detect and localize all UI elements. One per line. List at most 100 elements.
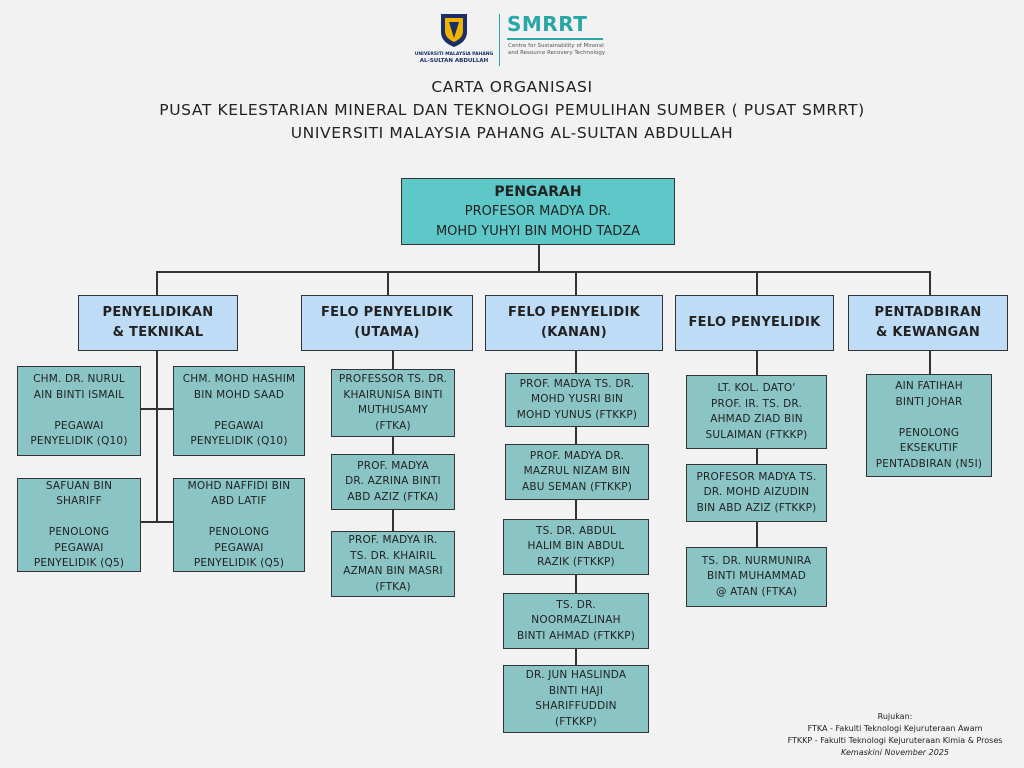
dept-label-line1: FELO PENYELIDIK <box>507 305 641 320</box>
dept-pentadbiran-kewangan: PENTADBIRAN & KEWANGAN <box>848 295 1008 351</box>
dept-felo-utama: FELO PENYELIDIK (UTAMA) <box>301 295 473 351</box>
director-name-line1: PROFESOR MADYA DR. <box>464 203 612 219</box>
person-position: PENOLONG <box>898 426 960 439</box>
person-box-tech-2: CHM. MOHD HASHIM BIN MOHD SAAD PEGAWAI P… <box>173 366 305 456</box>
dept-label-line2: (UTAMA) <box>354 325 420 340</box>
person-name: BINTI AHMAD (FTKKP) <box>516 629 636 642</box>
person-name: LT. KOL. DATO' <box>717 382 796 394</box>
connector <box>392 350 394 532</box>
person-position: PEGAWAI <box>54 541 104 554</box>
reference-ftkkp: FTKKP - Fakulti Teknologi Kejuruteraan K… <box>787 736 1003 745</box>
person-name: RAZIK (FTKKP) <box>537 555 615 568</box>
person-name: SHARIFFUDDIN <box>535 700 617 712</box>
reference-ftka: FTKA - Fakulti Teknologi Kejuruteraan Aw… <box>807 724 983 733</box>
person-position: PENYELIDIK (Q10) <box>30 435 128 448</box>
person-position: PENOLONG <box>48 526 110 538</box>
person-name: ABD LATIF <box>211 495 267 507</box>
connector <box>929 271 931 295</box>
university-logo: UNIVERSITI MALAYSIA PAHANG AL-SULTAN ABD… <box>412 12 496 68</box>
person-name: TS. DR. KHAIRIL <box>350 549 436 562</box>
person-name: DR. JUN HASLINDA <box>525 669 627 681</box>
university-name-line1: UNIVERSITI MALAYSIA PAHANG <box>414 52 494 57</box>
person-name: AIN FATIHAH <box>895 380 963 392</box>
person-name: MOHD YUSRI BIN <box>530 393 624 406</box>
person-name: TS. DR. ABDUL <box>535 524 617 537</box>
person-position: PENOLONG <box>208 526 270 538</box>
person-name: PROFESOR MADYA TS. <box>696 470 817 483</box>
connector <box>387 271 389 295</box>
person-name: PROF. MADYA DR. <box>529 449 625 462</box>
person-box-felo-2: PROFESOR MADYA TS. DR. MOHD AIZUDIN BIN … <box>686 464 827 522</box>
person-name: PROF. IR. TS. DR. <box>710 397 803 410</box>
person-faculty: (FTKKP) <box>555 715 597 728</box>
connector <box>140 408 173 410</box>
connector <box>156 350 158 522</box>
person-name: PROF. MADYA IR. <box>348 534 438 546</box>
centre-tagline-1: Centre for Sustainability of Mineral <box>508 43 604 49</box>
person-name: PROFESSOR TS. DR. <box>338 373 448 385</box>
spacer <box>237 510 241 526</box>
person-name: BIN MOHD SAAD <box>193 388 285 401</box>
person-name: DR. MOHD AIZUDIN <box>703 486 810 499</box>
person-box-kanan-2: PROF. MADYA DR. MAZRUL NIZAM BIN ABU SEM… <box>505 444 649 500</box>
centre-logo: SMRRT Centre for Sustainability of Miner… <box>507 12 627 68</box>
connector <box>929 350 931 375</box>
person-name: MOHD YUNUS (FTKKP) <box>516 408 638 421</box>
dept-label-line1: FELO PENYELIDIK <box>320 305 454 320</box>
university-full-name: UNIVERSITI MALAYSIA PAHANG AL-SULTAN ABD… <box>290 124 734 142</box>
dept-label-line1: FELO PENYELIDIK <box>688 315 821 330</box>
dept-label-line1: PENYELIDIKAN <box>102 305 214 320</box>
person-box-felo-3: TS. DR. NURMUNIRA BINTI MUHAMMAD @ ATAN … <box>686 547 827 607</box>
person-name: HALIM BIN ABDUL <box>527 540 625 553</box>
person-faculty: (FTKA) <box>375 580 411 593</box>
chart-title: CARTA ORGANISASI <box>431 78 593 96</box>
dept-label-line2: & KEWANGAN <box>875 325 981 340</box>
person-name: SAFUAN BIN <box>45 479 113 492</box>
person-box-admin-1: AIN FATIHAH BINTI JOHAR PENOLONG EKSEKUT… <box>866 374 992 477</box>
person-name: BIN ABD AZIZ (FTKKP) <box>696 501 817 514</box>
centre-tagline-2: and Resource Recovery Technology <box>508 50 606 56</box>
centre-full-name: PUSAT KELESTARIAN MINERAL DAN TEKNOLOGI … <box>159 101 865 119</box>
dept-felo-penyelidik: FELO PENYELIDIK <box>675 295 834 351</box>
last-updated: Kemaskini November 2025 <box>841 748 949 757</box>
centre-name: SMRRT <box>507 12 588 36</box>
university-crest-icon <box>441 14 467 47</box>
person-name: MOHD NAFFIDI BIN <box>187 479 291 492</box>
person-name: BINTI MUHAMMAD <box>706 570 806 583</box>
person-name: SHARIFF <box>56 495 102 507</box>
person-name: CHM. DR. NURUL <box>33 373 125 386</box>
person-box-utama-3: PROF. MADYA IR. TS. DR. KHAIRIL AZMAN BI… <box>331 531 455 597</box>
connector <box>156 271 931 273</box>
person-position: PENYELIDIK (Q10) <box>190 435 288 448</box>
dept-label-line2: & TEKNIKAL <box>112 325 204 340</box>
person-name: SULAIMAN (FTKKP) <box>705 428 808 441</box>
person-name: TS. DR. <box>556 598 596 611</box>
spacer <box>927 410 931 426</box>
person-name: KHAIRUNISA BINTI <box>343 388 443 401</box>
person-position: PENYELIDIK (Q5) <box>33 557 125 569</box>
director-box: PENGARAH PROFESOR MADYA DR. MOHD YUHYI B… <box>401 178 675 245</box>
person-name: DR. AZRINA BINTI <box>345 475 441 488</box>
person-name: @ ATAN (FTKA) <box>715 585 798 598</box>
centre-underline <box>507 38 603 40</box>
person-box-tech-1: CHM. DR. NURUL AIN BINTI ISMAIL PEGAWAI … <box>17 366 141 456</box>
person-name: AZMAN BIN MASRI <box>343 565 443 577</box>
person-name: BINTI HAJI <box>548 684 604 697</box>
person-position: PEGAWAI <box>214 419 264 432</box>
person-box-utama-2: PROF. MADYA DR. AZRINA BINTI ABD AZIZ (F… <box>331 454 455 510</box>
person-name: MAZRUL NIZAM BIN <box>523 465 631 478</box>
spacer <box>237 403 241 419</box>
person-name: CHM. MOHD HASHIM <box>182 373 296 386</box>
person-name: ABD AZIZ (FTKA) <box>347 490 439 503</box>
dept-label-line1: PENTADBIRAN <box>874 305 982 320</box>
connector <box>575 271 577 295</box>
dept-felo-kanan: FELO PENYELIDIK (KANAN) <box>485 295 663 351</box>
person-position: PEGAWAI <box>214 541 264 554</box>
person-name: PROF. MADYA TS. DR. <box>519 377 635 390</box>
director-name-line2: MOHD YUHYI BIN MOHD TADZA <box>435 223 641 239</box>
person-position: PENYELIDIK (Q5) <box>193 557 285 569</box>
person-name: NOORMAZLINAH <box>531 614 621 627</box>
person-box-kanan-5: DR. JUN HASLINDA BINTI HAJI SHARIFFUDDIN… <box>503 665 649 733</box>
connector <box>756 271 758 295</box>
dept-label-line2: (KANAN) <box>541 325 607 340</box>
